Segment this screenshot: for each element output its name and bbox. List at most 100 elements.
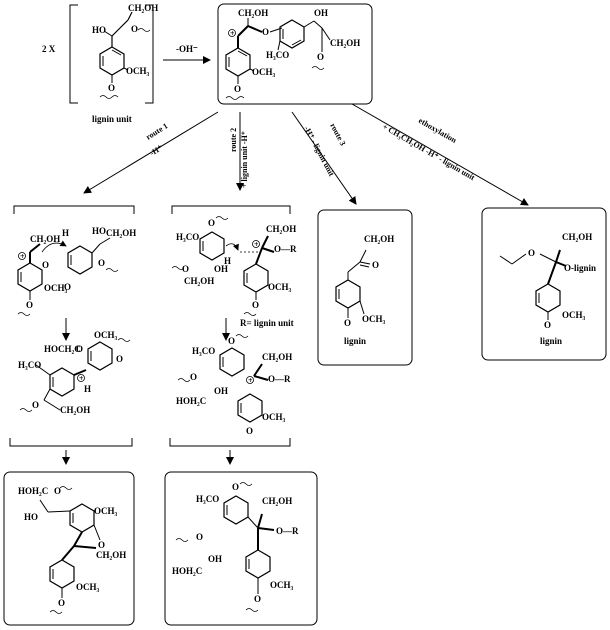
ethoxylation-reagent: + CH₃CH₂OH -H⁺ - lignin unit	[381, 122, 477, 182]
route1-intermediate-2: HOCH₂C O H₃CO + H OCH₃ O O CH₂OH	[18, 330, 131, 415]
route1-product: HOH₂C O HO OCH₃ O CH₂OH OCH₃ O	[3, 471, 135, 626]
svg-text:OH: OH	[208, 554, 222, 564]
arrow-route3	[291, 111, 357, 205]
svg-text:OH: OH	[214, 264, 228, 274]
svg-text:O: O	[196, 532, 203, 542]
svg-text:+: +	[248, 376, 253, 385]
svg-text:O-lignin: O-lignin	[564, 263, 596, 273]
svg-text:O: O	[76, 344, 83, 354]
svg-text:CH₂OH: CH₂OH	[96, 550, 126, 560]
svg-text:H: H	[84, 384, 91, 394]
svg-text:O: O	[246, 426, 253, 436]
route2-intermediate-2: H₃CO O O HOH₂C OH + CH₂OH O—R OCH₃ O	[176, 334, 292, 436]
svg-text:O: O	[182, 264, 189, 274]
svg-text:OCH₃: OCH₃	[270, 580, 294, 590]
intermediate-box	[217, 3, 373, 105]
svg-text:O: O	[42, 260, 49, 270]
svg-text:OCH₃: OCH₃	[262, 412, 286, 422]
svg-text:CH₂OH: CH₂OH	[30, 234, 60, 244]
multiplier-label: 2 X	[42, 44, 56, 54]
svg-text:O: O	[64, 282, 71, 292]
lignin-unit-caption: lignin unit	[92, 114, 132, 124]
svg-text:OH: OH	[214, 386, 228, 396]
svg-text:O: O	[98, 258, 105, 268]
ethoxylation-product-box	[481, 207, 607, 361]
svg-text:CH₂OH: CH₂OH	[364, 234, 394, 244]
svg-text:O: O	[116, 354, 123, 364]
svg-text:H₃CO: H₃CO	[176, 232, 199, 242]
arrow-route1	[83, 111, 219, 194]
svg-text:OCH₃: OCH₃	[94, 506, 118, 516]
svg-text:O: O	[208, 218, 215, 228]
route3-product: CH₂OH O OCH₃ O lignin	[317, 209, 413, 366]
svg-text:CH₂OH: CH₂OH	[128, 3, 158, 13]
svg-text:O: O	[317, 52, 324, 62]
svg-text:HOCH₂C: HOCH₂C	[44, 344, 81, 354]
svg-text:CH₂OH: CH₂OH	[106, 228, 136, 238]
lignin-unit-structure: 2 X CH₂OH HO O OCH₃ O lignin unit	[42, 3, 158, 124]
svg-text:HOH₂C: HOH₂C	[176, 396, 206, 406]
svg-text:CH₂OH: CH₂OH	[262, 352, 292, 362]
ethoxylation-label: ethoxylation	[417, 116, 459, 145]
svg-text:O: O	[190, 372, 197, 382]
step1-reagent: -OH⁻	[176, 44, 198, 54]
svg-text:H: H	[62, 228, 69, 238]
svg-text:O: O	[372, 260, 379, 270]
svg-text:lignin: lignin	[344, 336, 366, 346]
svg-text:OCH₃: OCH₃	[126, 66, 150, 76]
svg-text:O: O	[544, 320, 551, 330]
r-definition: R= lignin unit	[240, 318, 294, 328]
svg-text:O: O	[131, 24, 138, 34]
svg-text:H₃CO: H₃CO	[192, 346, 215, 356]
svg-text:OCH₃: OCH₃	[268, 282, 292, 292]
svg-text:OCH₃: OCH₃	[362, 314, 386, 324]
svg-text:+: +	[254, 240, 259, 249]
route2-bracket-bottom	[169, 438, 291, 447]
svg-text:lignin: lignin	[540, 336, 562, 346]
ethoxylation-product: CH₂OH O-lignin O OCH₃ O lignin	[481, 207, 607, 361]
svg-text:O: O	[254, 594, 261, 604]
svg-text:HO: HO	[24, 512, 38, 522]
svg-text:O: O	[344, 318, 351, 328]
svg-text:OCH₃: OCH₃	[94, 330, 118, 340]
route3-product-box	[317, 209, 413, 366]
svg-text:O—R: O—R	[268, 374, 291, 384]
route1-product-box	[3, 471, 135, 626]
route3-label: route 3	[328, 122, 347, 147]
svg-text:O: O	[54, 486, 61, 496]
route2-reagent: + lignin unit -H⁺	[240, 131, 249, 188]
svg-text:O: O	[98, 540, 105, 550]
route2-label: route 2	[229, 128, 238, 152]
route1-intermediate-1: + CH₂OH OCH₃ O O H HO CH₂OH O O	[13, 205, 136, 316]
svg-text:H₃CO: H₃CO	[266, 50, 289, 60]
route1-bracket-bottom	[9, 438, 133, 447]
svg-text:O: O	[528, 248, 535, 258]
svg-text:O: O	[32, 400, 39, 410]
svg-text:H₃CO: H₃CO	[18, 360, 41, 370]
svg-text:O: O	[26, 300, 33, 310]
svg-text:OH: OH	[314, 8, 328, 18]
svg-text:CH₂OH: CH₂OH	[330, 38, 360, 48]
route1-label: route 1	[144, 121, 169, 141]
svg-text:O: O	[228, 336, 235, 346]
carbocation-intermediate: + CH₂OH O OH CH₂OH O H₃CO OCH₃ O	[217, 3, 373, 105]
route3-reagent: -H⁺ - lignin unit	[302, 125, 336, 178]
svg-text:CH₂OH: CH₂OH	[184, 276, 214, 286]
svg-text:H₃CO: H₃CO	[196, 494, 219, 504]
route2-product: H₃CO O O HOH₂C OH CH₂OH O—R OCH₃ O	[164, 471, 318, 626]
svg-text:O—R: O—R	[276, 526, 299, 536]
svg-text:HO: HO	[92, 226, 106, 236]
bracket-left	[69, 4, 78, 104]
svg-text:CH₂OH: CH₂OH	[562, 232, 592, 242]
svg-text:O: O	[234, 84, 241, 94]
route2-intermediate-1: H₃CO O H O OH CH₂OH + CH₂OH O—R OCH₃ O R…	[171, 205, 297, 328]
svg-text:OCH₃: OCH₃	[562, 310, 586, 320]
route2-product-box	[164, 471, 318, 626]
svg-text:OCH₃: OCH₃	[252, 67, 276, 77]
svg-text:CH₂OH: CH₂OH	[238, 8, 268, 18]
svg-text:O—R: O—R	[274, 244, 297, 254]
arrow-ethoxylation	[351, 103, 529, 206]
svg-text:HOH₂C: HOH₂C	[172, 566, 202, 576]
svg-text:HOH₂C: HOH₂C	[18, 486, 48, 496]
